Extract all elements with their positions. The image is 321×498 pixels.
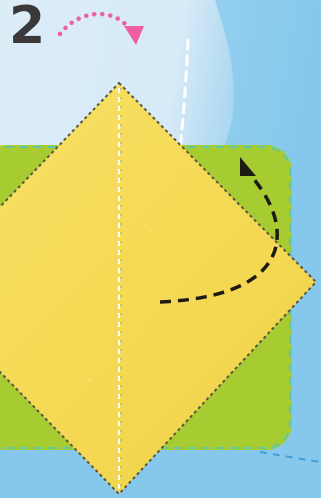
step-number: 2	[9, 0, 44, 56]
